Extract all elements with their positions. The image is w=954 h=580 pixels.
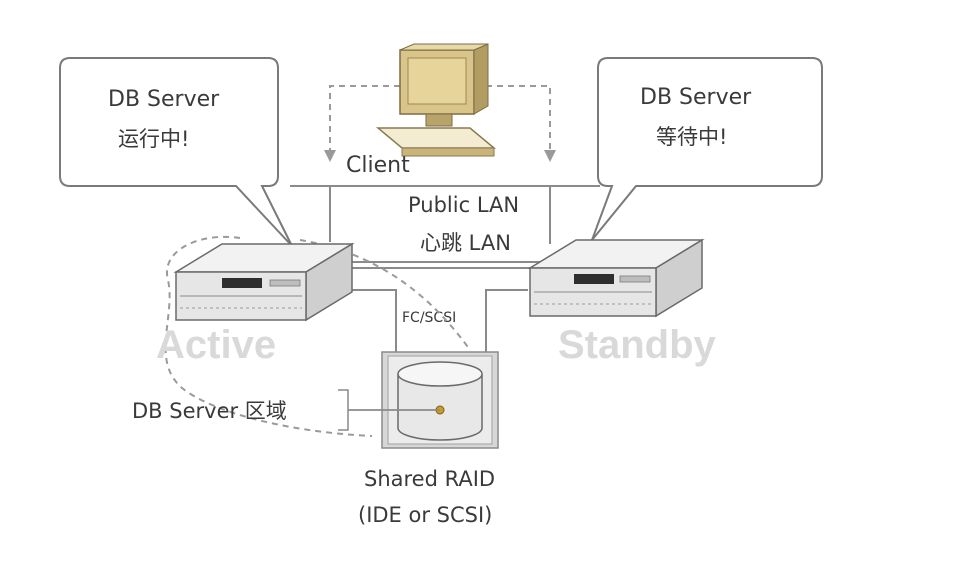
active-callout-line1: DB Server [108,87,220,112]
fc-scsi-label: FC/SCSI [402,310,456,326]
standby-server-icon [527,238,705,318]
standby-callout-line1: DB Server [640,85,752,110]
active-callout-line2: 运行中! [118,127,189,151]
shared-raid-sublabel: (IDE or SCSI) [358,503,492,527]
db-server-region-label: DB Server 区域 [132,399,287,423]
fc-scsi-lines [350,289,528,352]
shared-raid-icon [381,351,499,449]
public-lan-lines [290,185,600,244]
standby-label: Standby [558,323,717,367]
heartbeat-lan-label: 心跳 LAN [420,231,511,255]
client-dashed-links [329,85,551,150]
client-computer-icon [375,43,497,157]
client-arrow-left [324,150,336,162]
heartbeat-lan-lines [350,261,540,269]
public-lan-label: Public LAN [408,193,519,217]
active-server-icon [173,242,355,322]
active-label: Active [156,323,276,367]
client-label: Client [346,153,410,178]
standby-callout: DB Server 等待中! [591,57,823,241]
client-arrow-right [544,150,556,162]
shared-raid-label: Shared RAID [364,467,495,491]
standby-callout-line2: 等待中! [656,125,727,149]
active-callout: DB Server 运行中! [59,57,293,247]
